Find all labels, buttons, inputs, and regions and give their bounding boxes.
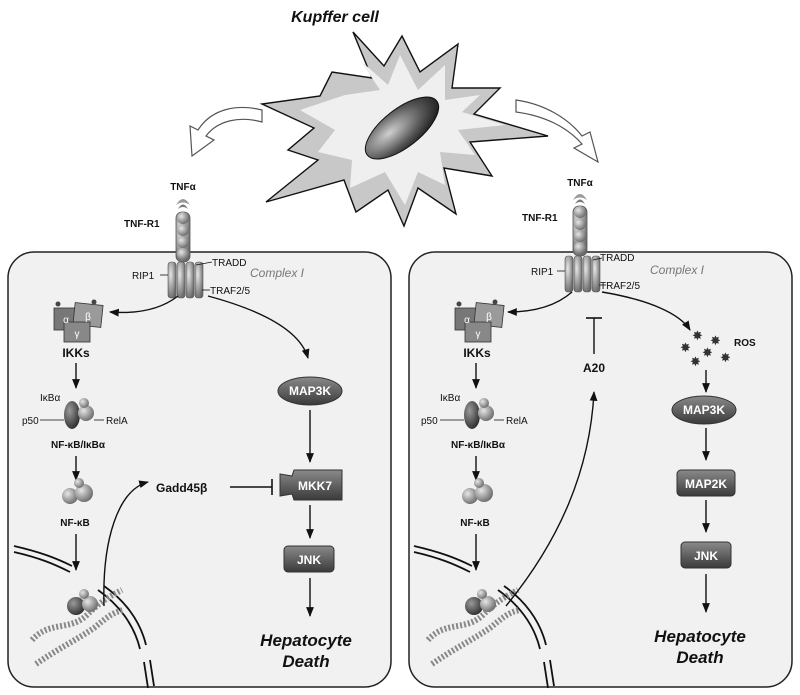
right-ikk-alpha-label: α xyxy=(464,315,470,326)
left-ikk-gamma-label: γ xyxy=(75,329,80,340)
right-ikba-label: IκBα xyxy=(440,393,460,404)
right-ikks-label: IKKs xyxy=(463,346,491,360)
left-gadd45b-label: Gadd45β xyxy=(156,481,207,495)
kupffer-cell-title: Kupffer cell xyxy=(291,9,379,26)
left-complex-i-label: Complex I xyxy=(250,266,305,280)
left-nfkb-label: NF-κB xyxy=(60,518,89,529)
right-tnfr1-label: TNF-R1 xyxy=(522,213,558,224)
left-p50-label: p50 xyxy=(22,416,39,427)
left-rip1-label: RIP1 xyxy=(132,271,155,282)
right-map2k-label: MAP2K xyxy=(685,477,727,491)
left-tnfr1-receptor-icon xyxy=(167,211,204,299)
right-nfkb-label: NF-κB xyxy=(460,518,489,529)
right-map3k-icon xyxy=(671,395,737,425)
svg-text:✸: ✸ xyxy=(680,341,691,356)
left-ikk-alpha-label: α xyxy=(63,315,69,326)
left-outcome-line2: Death xyxy=(282,652,329,671)
right-p50-label: p50 xyxy=(421,416,438,427)
left-jnk-label: JNK xyxy=(297,553,321,567)
right-tnfa-icon xyxy=(573,194,587,204)
right-tradd-label: TRADD xyxy=(600,253,634,264)
right-outcome-line2: Death xyxy=(676,648,723,667)
left-mkk7-icon xyxy=(279,469,343,501)
release-arrow-right xyxy=(515,99,599,164)
right-jnk-icon xyxy=(680,541,732,569)
svg-text:✸: ✸ xyxy=(720,351,731,366)
left-rela-label: RelA xyxy=(106,416,128,427)
right-tnfr1-receptor-icon xyxy=(564,205,601,293)
right-rip1-label: RIP1 xyxy=(531,267,554,278)
left-nfkb-icon xyxy=(62,478,93,504)
left-map3k-label: MAP3K xyxy=(289,384,331,398)
svg-text:✸: ✸ xyxy=(702,346,713,361)
left-tnfa-label: TNFα xyxy=(170,182,196,193)
right-ikk-beta-label: β xyxy=(486,312,492,323)
svg-text:✸: ✸ xyxy=(690,355,701,370)
right-ikk-gamma-label: γ xyxy=(476,329,481,340)
left-ikk-beta-label: β xyxy=(85,312,91,323)
left-outcome-line1: Hepatocyte xyxy=(260,631,352,650)
left-dna-icon xyxy=(29,587,125,667)
right-jnk-label: JNK xyxy=(694,549,718,563)
left-jnk-icon xyxy=(283,545,335,573)
svg-text:✸: ✸ xyxy=(692,329,703,344)
right-map2k-icon xyxy=(676,469,736,497)
right-traf-label: TRAF2/5 xyxy=(600,281,640,292)
left-traf-label: TRAF2/5 xyxy=(210,286,250,297)
release-arrow-left xyxy=(189,106,263,158)
left-tnfr1-label: TNF-R1 xyxy=(124,219,160,230)
left-map3k-icon xyxy=(277,376,343,406)
left-nfkb-ikba-label: NF-κB/IκBα xyxy=(51,440,106,451)
right-nfkb-icon xyxy=(462,478,493,504)
svg-text:✸: ✸ xyxy=(710,334,721,349)
right-nfkb-ikba-label: NF-κB/IκBα xyxy=(451,440,506,451)
left-mkk7-label: MKK7 xyxy=(298,479,332,493)
right-tnfa-label: TNFα xyxy=(567,178,593,189)
right-ros-icon: ✸ ✸ ✸ ✸ ✸ ✸ xyxy=(680,329,731,370)
left-ikks-label: IKKs xyxy=(62,346,90,360)
right-a20-label: A20 xyxy=(583,361,605,375)
right-ikk-complex-icon xyxy=(454,299,505,343)
kupffer-cell-icon xyxy=(259,31,549,228)
right-nuclear-membrane xyxy=(413,545,555,689)
right-hepatocyte-panel xyxy=(408,251,793,688)
left-ikk-complex-icon xyxy=(53,299,104,343)
right-complex-i-label: Complex I xyxy=(650,263,705,277)
left-tradd-label: TRADD xyxy=(212,258,246,269)
right-outcome-line1: Hepatocyte xyxy=(654,627,746,646)
right-nfkb-ikba-complex-icon xyxy=(440,398,504,429)
left-nfkb-ikba-complex-icon xyxy=(40,398,104,429)
left-ikba-label: IκBα xyxy=(40,393,60,404)
right-ros-label: ROS xyxy=(734,338,756,349)
left-tnfa-icon xyxy=(176,199,190,209)
right-dna-icon xyxy=(425,587,521,667)
right-rela-label: RelA xyxy=(506,416,528,427)
right-map3k-label: MAP3K xyxy=(683,403,725,417)
